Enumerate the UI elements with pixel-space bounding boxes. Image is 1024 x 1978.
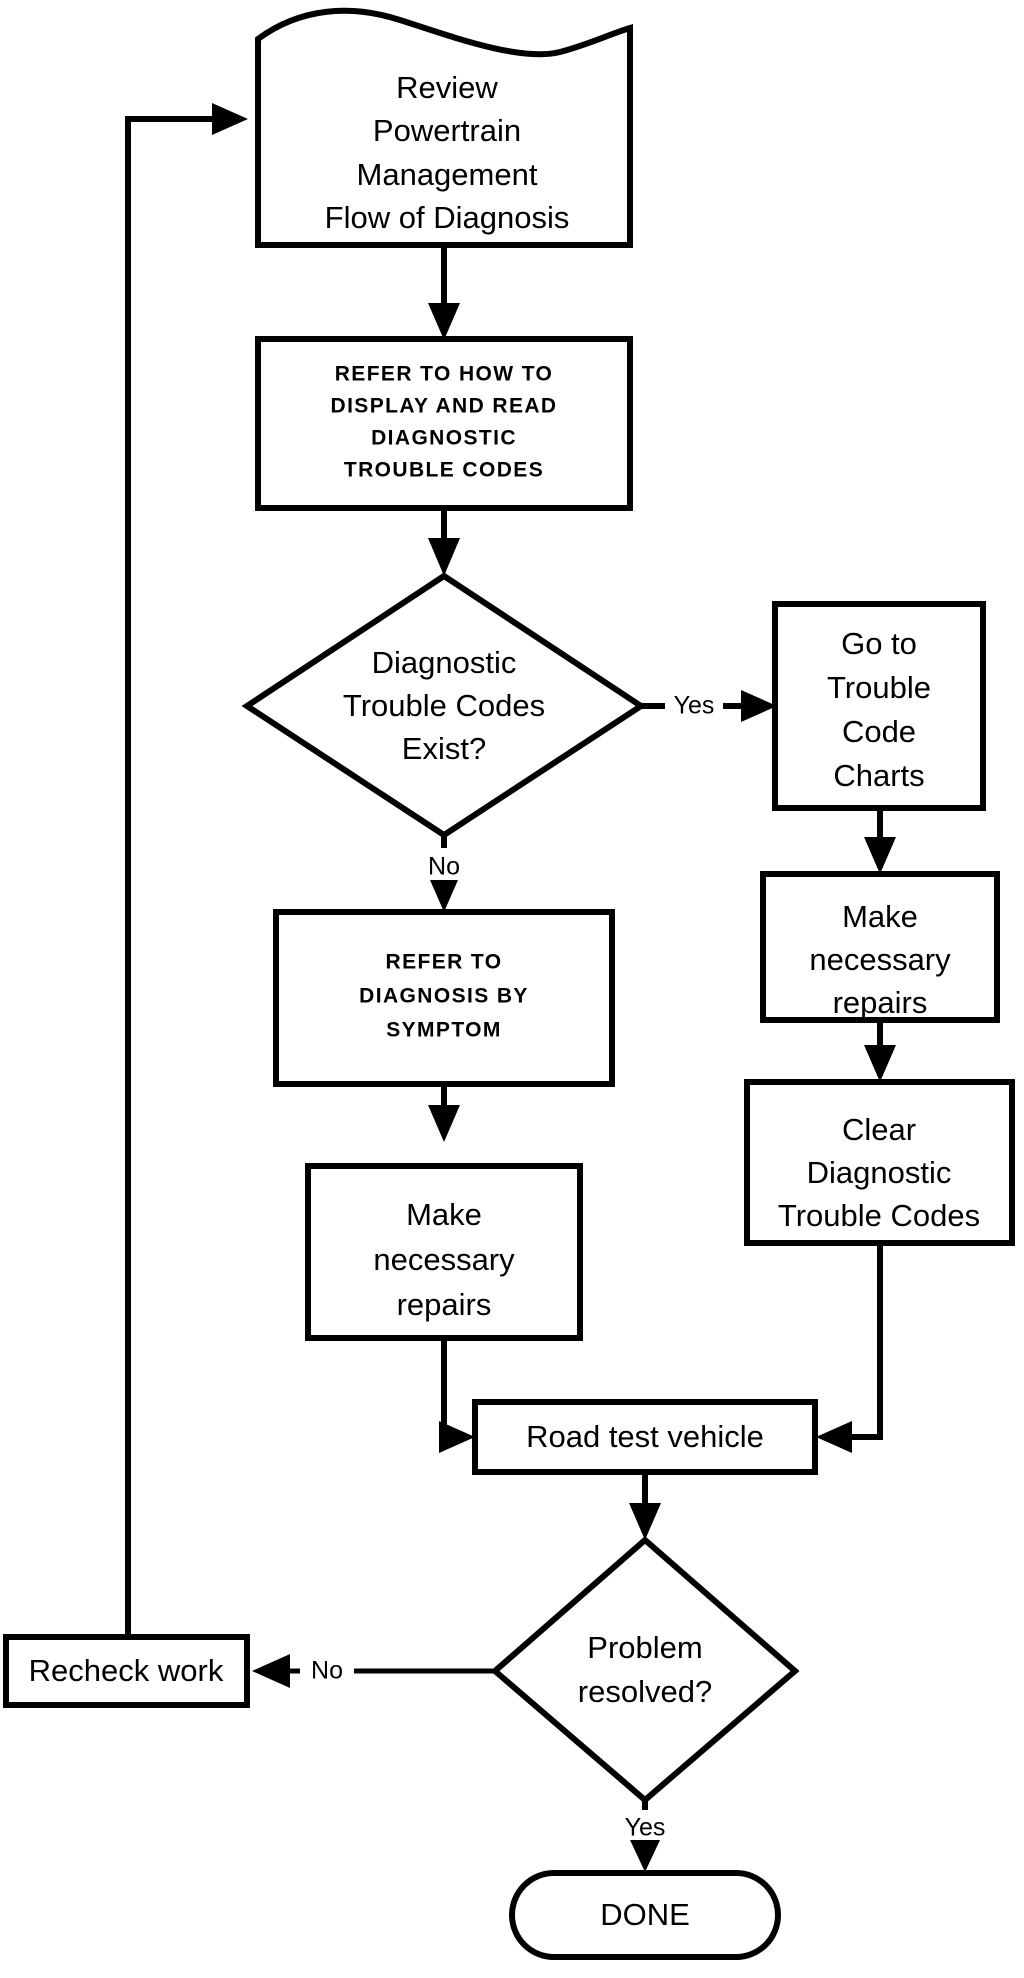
- edge-goto-charts-to-repairs-right: [864, 808, 896, 874]
- node-review-line-2: Powertrain: [373, 113, 521, 148]
- edge-label-dtc-yes: Yes: [674, 692, 715, 720]
- edge-refer-symptom-to-repairs-left: [428, 1084, 460, 1142]
- node-repairs-right-line-3: repairs: [833, 985, 928, 1020]
- node-goto-charts-line-4: Charts: [833, 758, 924, 793]
- edge-problem-resolved-yes: Yes: [612, 1800, 680, 1872]
- node-dtc-exist-line-1: Diagnostic: [372, 645, 517, 680]
- edge-repairs-left-to-road-test: [439, 1338, 475, 1453]
- node-repairs-left-line-1: Make: [406, 1197, 482, 1232]
- edge-label-dtc-no: No: [428, 853, 460, 881]
- node-refer-symptom-line-1: REFER TO: [386, 951, 503, 974]
- node-refer-symptom-line-3: SYMPTOM: [386, 1019, 502, 1042]
- edge-problem-resolved-no: No: [252, 1653, 495, 1689]
- node-dtc-exist-line-2: Trouble Codes: [343, 688, 545, 723]
- edge-refer-display-to-dtc-exist: [428, 508, 460, 576]
- node-goto-charts-line-2: Trouble: [827, 670, 931, 705]
- node-clear-diagnostic-trouble-codes[interactable]: Clear Diagnostic Trouble Codes: [744, 1079, 1015, 1246]
- node-problem-resolved-decision[interactable]: Problem resolved?: [490, 1536, 800, 1804]
- node-review-powertrain[interactable]: Review Powertrain Management Flow of Dia…: [255, 7, 633, 248]
- node-clear-codes-line-2: Diagnostic: [807, 1155, 952, 1190]
- node-done-terminator[interactable]: DONE: [509, 1870, 781, 1960]
- edge-label-resolved-yes: Yes: [625, 1814, 666, 1842]
- node-goto-charts-line-1: Go to: [841, 626, 917, 661]
- node-dtc-exist-line-3: Exist?: [402, 731, 486, 766]
- node-goto-trouble-code-charts[interactable]: Go to Trouble Code Charts: [772, 601, 986, 811]
- node-road-test-vehicle[interactable]: Road test vehicle: [472, 1399, 818, 1475]
- node-done-label: DONE: [600, 1897, 690, 1932]
- node-clear-codes-line-1: Clear: [842, 1112, 916, 1147]
- node-refer-display-read-dtc[interactable]: REFER TO HOW TO DISPLAY AND READ DIAGNOS…: [255, 336, 633, 511]
- node-goto-charts-line-3: Code: [842, 714, 916, 749]
- node-refer-display-line-3: DIAGNOSTIC: [371, 427, 517, 450]
- node-make-necessary-repairs-right[interactable]: Make necessary repairs: [760, 871, 1000, 1023]
- node-refer-display-line-2: DISPLAY AND READ: [331, 395, 558, 418]
- node-refer-diagnosis-by-symptom[interactable]: REFER TO DIAGNOSIS BY SYMPTOM: [273, 909, 615, 1087]
- node-refer-display-line-1: REFER TO HOW TO: [335, 363, 554, 386]
- node-repairs-left-line-2: necessary: [373, 1242, 515, 1277]
- edge-dtc-exist-no: No: [416, 835, 472, 912]
- node-recheck-work-label: Recheck work: [29, 1653, 224, 1688]
- node-refer-symptom-line-2: DIAGNOSIS BY: [359, 985, 529, 1008]
- node-clear-codes-line-3: Trouble Codes: [778, 1198, 980, 1233]
- node-repairs-right-line-1: Make: [842, 899, 918, 934]
- edge-clear-codes-to-road-test: [816, 1243, 883, 1453]
- node-problem-resolved-line-2: resolved?: [578, 1674, 712, 1709]
- node-make-necessary-repairs-left[interactable]: Make necessary repairs: [305, 1163, 583, 1341]
- edge-road-test-to-problem-resolved: [629, 1472, 661, 1540]
- node-refer-display-line-4: TROUBLE CODES: [344, 459, 544, 482]
- edge-review-to-refer-display: [428, 245, 460, 340]
- node-problem-resolved-line-1: Problem: [587, 1630, 702, 1665]
- edge-repairs-right-to-clear-codes: [864, 1020, 896, 1082]
- node-repairs-right-line-2: necessary: [809, 942, 951, 977]
- node-dtc-exist-decision[interactable]: Diagnostic Trouble Codes Exist?: [241, 572, 647, 839]
- edge-dtc-exist-yes: Yes: [641, 688, 777, 724]
- node-recheck-work[interactable]: Recheck work: [3, 1634, 250, 1708]
- edge-label-resolved-no: No: [311, 1657, 343, 1685]
- node-review-line-1: Review: [396, 70, 498, 105]
- node-review-line-3: Management: [357, 157, 538, 192]
- node-repairs-left-line-3: repairs: [397, 1287, 492, 1322]
- node-road-test-label: Road test vehicle: [526, 1419, 764, 1454]
- node-review-line-4: Flow of Diagnosis: [325, 200, 570, 235]
- edge-recheck-work-to-review: [125, 103, 248, 1637]
